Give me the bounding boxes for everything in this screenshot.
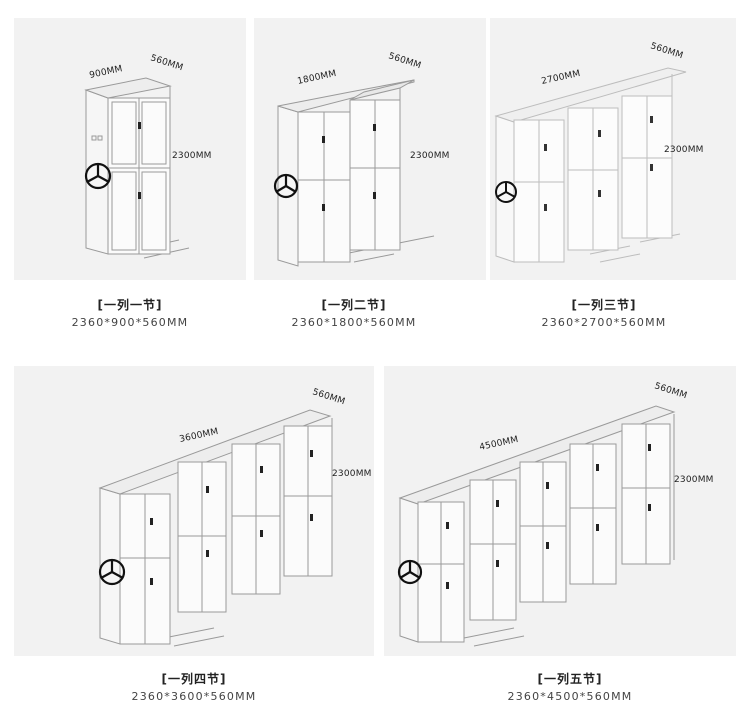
product-card-4: 3600MM 560MM 2300MM [14, 366, 374, 656]
height-label: 2300MM [664, 145, 704, 155]
width-label: 900MM [89, 64, 124, 81]
item-title-4: [一列四节] [161, 672, 227, 686]
depth-label: 560MM [149, 53, 184, 73]
depth-label: 560MM [311, 387, 346, 407]
product-card-3: 2700MM 560MM 2300MM [490, 18, 736, 280]
item-spec-4: 2360*3600*560MM [131, 690, 257, 703]
handwheel-icon [84, 162, 112, 190]
handwheel-icon [495, 181, 517, 203]
product-card-2: 1800MM 560MM 2300MM [254, 18, 486, 280]
item-spec-2: 2360*1800*560MM [291, 316, 417, 329]
item-title-3: [一列三节] [571, 298, 637, 312]
cabinet-2-illustration: 1800MM 560MM 2300MM [273, 51, 450, 280]
handwheel-icon [397, 559, 423, 585]
item-title-2: [一列二节] [321, 298, 387, 312]
product-card-5: 4500MM 560MM 2300MM [384, 366, 736, 656]
height-label: 2300MM [410, 151, 450, 161]
width-label: 1800MM [297, 69, 338, 87]
height-label: 2300MM [172, 151, 212, 161]
handwheel-icon [98, 558, 126, 586]
item-title-1: [一列一节] [97, 298, 163, 312]
handwheel-icon [273, 173, 299, 199]
depth-label: 560MM [387, 51, 422, 71]
height-label: 2300MM [674, 475, 714, 485]
cabinet-1-illustration: 900MM 560MM 2300MM [14, 53, 212, 280]
cabinet-3-illustration: 2700MM 560MM 2300MM [490, 41, 704, 280]
depth-label: 560MM [649, 41, 684, 61]
item-spec-1: 2360*900*560MM [71, 316, 189, 329]
width-label: 4500MM [479, 435, 520, 453]
product-card-1: 900MM 560MM 2300MM [14, 18, 246, 280]
cabinet-4-illustration: 3600MM 560MM 2300MM [14, 387, 372, 656]
item-spec-5: 2360*4500*560MM [507, 690, 633, 703]
cabinet-5-illustration: 4500MM 560MM 2300MM [397, 381, 714, 656]
width-label: 3600MM [179, 427, 220, 445]
width-label: 2700MM [541, 69, 582, 87]
height-label: 2300MM [332, 469, 372, 479]
depth-label: 560MM [653, 381, 688, 401]
item-title-5: [一列五节] [537, 672, 603, 686]
item-spec-3: 2360*2700*560MM [541, 316, 667, 329]
